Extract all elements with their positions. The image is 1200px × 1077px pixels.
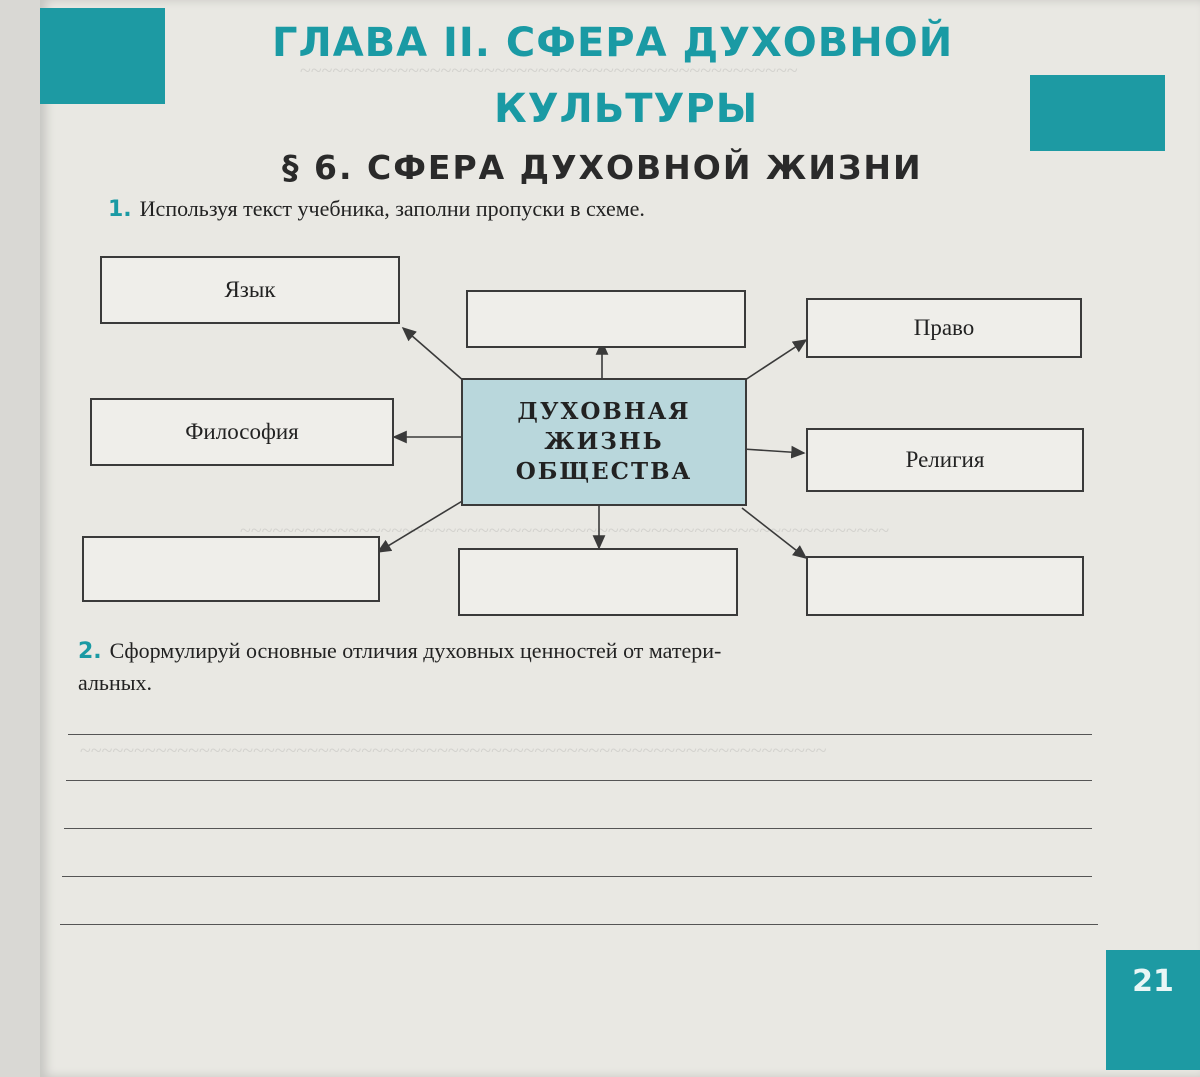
bleed-through-text: ~~~~~~~~~~~~~~~~~~~~~~~~~~~~~~~~~~~~~~~~… [80,740,827,762]
chapter-title-line2: КУЛЬТУРЫ [494,86,759,132]
diagram-center: ДУХОВНАЯ ЖИЗНЬ ОБЩЕСТВА [461,378,747,506]
box-blank-top[interactable] [466,290,746,348]
center-line-1: ДУХОВНАЯ [517,398,691,425]
task-1: 1. Используя текст учебника, заполни проп… [108,196,645,222]
box-blank-bottom-right[interactable] [806,556,1084,616]
arrow-to-mid-right [742,445,806,459]
answer-line[interactable] [68,734,1092,735]
center-line-3: ОБЩЕСТВА [515,458,693,485]
answer-line[interactable] [62,876,1092,877]
box-religion: Религия [806,428,1084,492]
arrow-to-top-right [741,339,808,383]
task-1-number: 1. [108,197,132,222]
answer-line[interactable] [60,924,1098,925]
chapter-title-line1: ГЛАВА II. СФЕРА ДУХОВНОЙ [272,20,954,66]
box-law: Право [806,298,1082,358]
chapter-marker-right [1030,75,1165,151]
bleed-through-text: ~~~~~~~~~~~~~~~~~~~~~~~~~~~~~~~~~~~~~~~~… [300,60,798,82]
chapter-marker-left [40,8,165,104]
center-line-2: ЖИЗНЬ [544,428,664,455]
page-number: 21 [1106,950,1200,1070]
task-1-text: Используя текст учебника, заполни пропус… [139,196,645,221]
arrow-to-top-left [401,326,466,383]
box-language: Язык [100,256,400,324]
answer-line[interactable] [66,780,1092,781]
task-2: 2. Сформулируй основные отличия духовных … [78,638,721,664]
arrow-to-bottom-right [741,507,808,559]
arrow-to-bottom-left [376,499,465,553]
box-blank-bottom-middle[interactable] [458,548,738,616]
task-2-text-line1: Сформулируй основные отличия духовных це… [109,638,722,663]
box-blank-bottom-left[interactable] [82,536,380,602]
task-2-continued: альных. [78,670,152,696]
section-title: § 6. СФЕРА ДУХОВНОЙ ЖИЗНИ [282,148,923,187]
answer-line[interactable] [64,828,1092,829]
box-philosophy: Философия [90,398,394,466]
task-2-text-line2: альных. [78,670,153,695]
task-2-number: 2. [78,639,102,664]
